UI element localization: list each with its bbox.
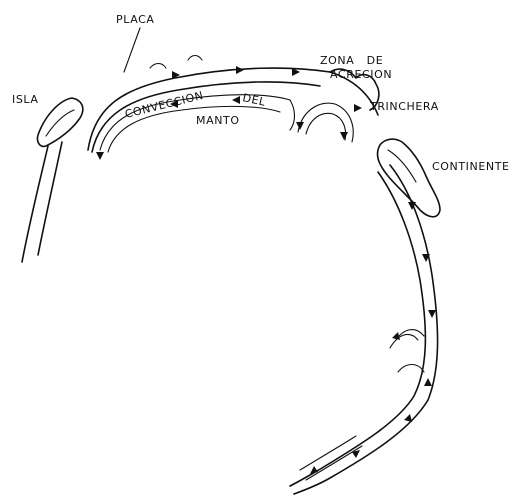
label-continente: CONTINENTE xyxy=(432,160,510,173)
mantle-convection-loops xyxy=(100,95,424,480)
arrow xyxy=(404,414,412,422)
arrow xyxy=(236,66,244,74)
arrow xyxy=(428,310,436,318)
arrow xyxy=(310,466,318,474)
label-zona-de: ZONA DE xyxy=(320,54,383,67)
arrow xyxy=(232,96,240,104)
label-acrecion: ACRECION xyxy=(330,68,392,81)
label-isla: ISLA xyxy=(12,93,39,106)
label-trinchera: TRINCHERA xyxy=(369,100,439,113)
arrow xyxy=(340,132,348,140)
arrow xyxy=(354,104,362,112)
island-shape xyxy=(22,98,83,262)
flow-arrows xyxy=(96,66,436,474)
label-conveccion: CONVECCION xyxy=(124,89,205,121)
arrow xyxy=(424,378,432,386)
label-placa: PLACA xyxy=(116,13,155,26)
placa-leader-line xyxy=(124,28,140,72)
continent-shape xyxy=(377,139,440,217)
label-manto: MANTO xyxy=(196,114,240,127)
arrow xyxy=(96,152,104,160)
arrow xyxy=(392,332,400,340)
arrow xyxy=(296,122,304,130)
plate-outer-band xyxy=(88,68,438,494)
